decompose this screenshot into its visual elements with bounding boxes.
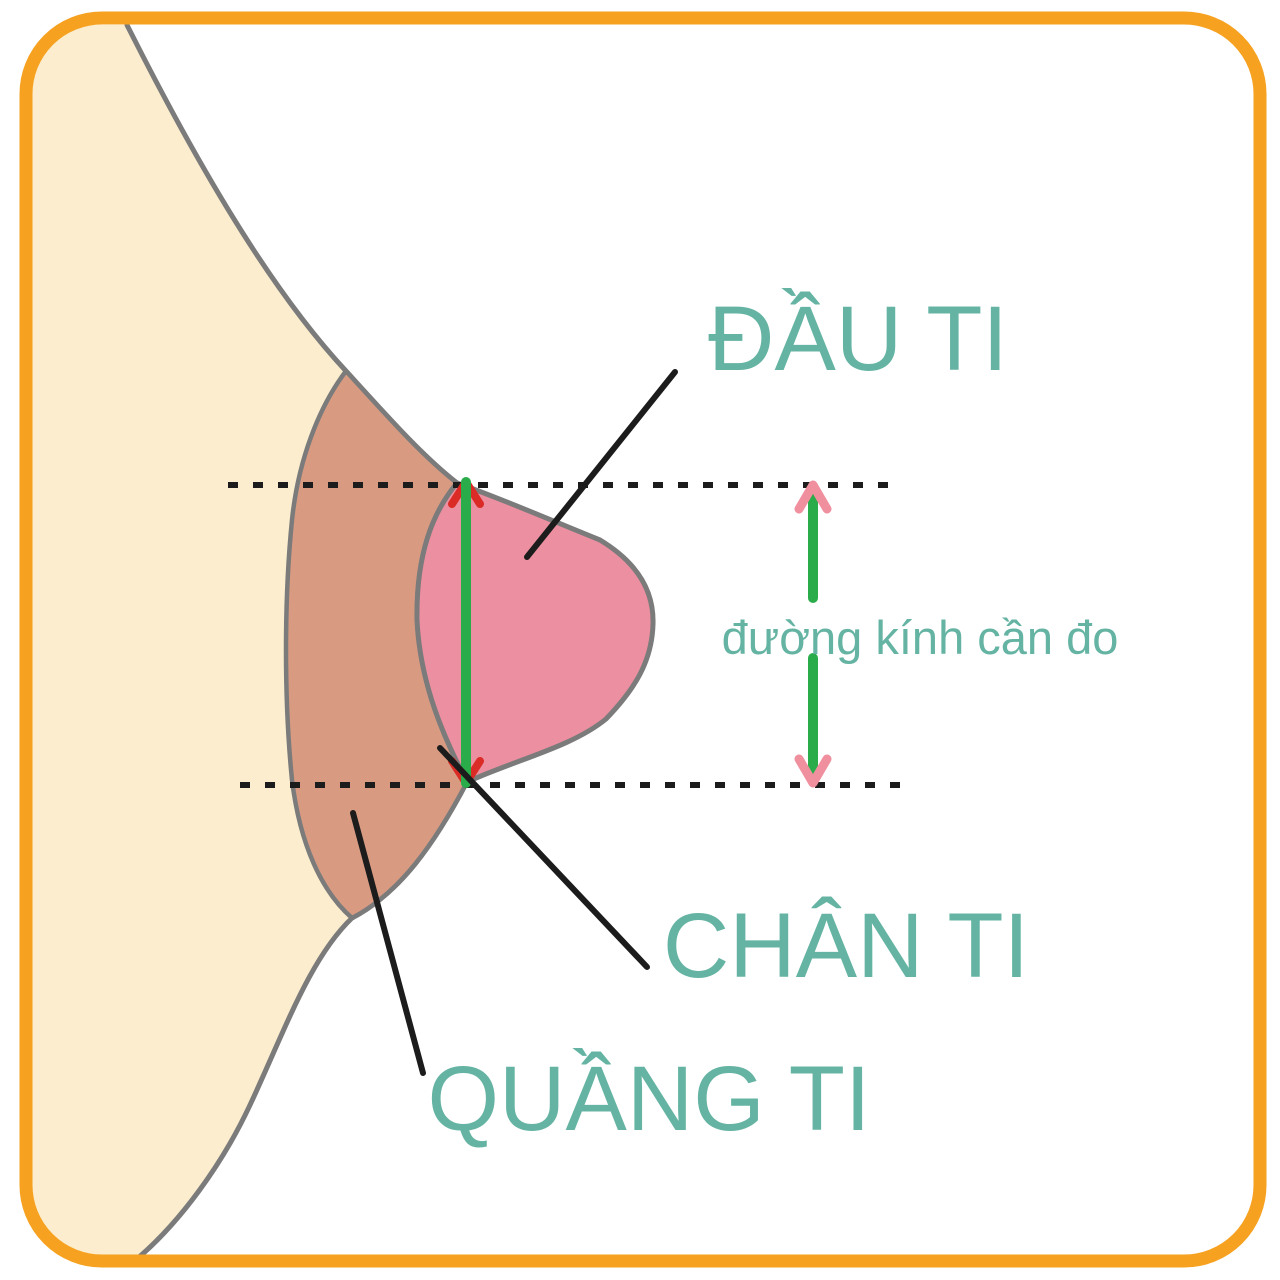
nipple-shape: [414, 480, 656, 785]
leader-line-areola: [350, 810, 426, 1076]
measure-arrowhead-top: [794, 480, 832, 514]
orange-frame-border: [19, 11, 1267, 1268]
label-measure-caption: đường kính cần đo: [722, 611, 1119, 664]
leader-line-nipple-base: [437, 745, 650, 970]
label-areola: QUẦNG TI: [427, 1047, 870, 1150]
leader-line-nipple-tip: [524, 369, 678, 560]
label-nipple-tip: ĐẦU TI: [708, 287, 1008, 390]
measure-arrowhead-bottom: [794, 754, 832, 788]
anatomy-group: [32, 24, 656, 1255]
label-nipple-base: CHÂN TI: [663, 895, 1029, 997]
